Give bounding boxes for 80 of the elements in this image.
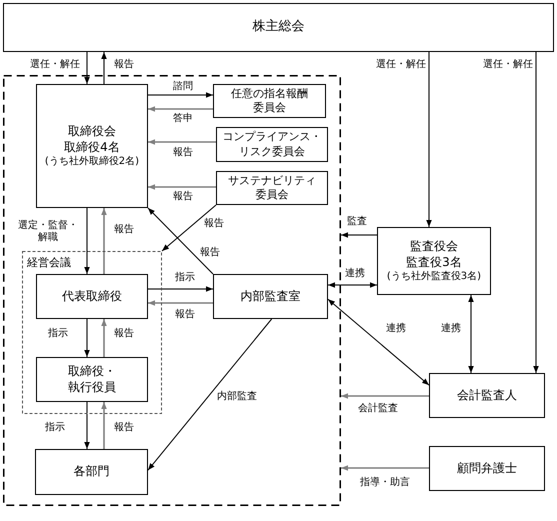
edge-label: 指示 <box>175 272 195 284</box>
arrow <box>148 92 214 98</box>
box-label: 代表取締役 <box>62 288 122 304</box>
edge-label: 連携 <box>386 323 406 335</box>
edge-label: 選任・解任 <box>30 59 80 71</box>
edge-label: 指示 <box>48 328 68 340</box>
org-box <box>36 274 148 319</box>
org-box <box>216 171 328 205</box>
box-label: 会計監査人 <box>457 388 517 404</box>
arrow <box>101 402 107 449</box>
arrow <box>533 52 539 374</box>
edge-label: 報告 <box>114 422 134 434</box>
box-label: 内部監査室 <box>240 288 300 304</box>
edge-label: 報告 <box>114 328 134 340</box>
edge-label: 指示 <box>45 422 65 434</box>
arrow <box>148 208 214 274</box>
arrow <box>340 232 378 238</box>
arrow <box>148 318 272 471</box>
box-label: (うち社外取締役2名) <box>44 155 140 168</box>
edge-label: 報告 <box>204 218 224 230</box>
arrow <box>101 319 107 357</box>
edge-label: 監査 <box>347 216 367 228</box>
edge-label: 報告 <box>200 247 220 259</box>
org-box <box>216 127 328 162</box>
arrow <box>148 106 213 112</box>
edge-label: 連携 <box>441 323 461 335</box>
org-box <box>429 373 545 418</box>
arrow <box>148 300 213 306</box>
org-box <box>36 357 148 402</box>
box-label: (うち社外監査役3名) <box>386 270 482 284</box>
double-arrow <box>328 282 378 288</box>
box-label: 各部門 <box>74 464 110 480</box>
edge-label: 指導・助言 <box>360 477 410 489</box>
group-label: 経営会議 <box>27 256 71 270</box>
arrow <box>84 402 90 450</box>
arrow <box>148 184 216 190</box>
org-box <box>35 449 148 495</box>
box-label: 顧問弁護士 <box>457 460 517 476</box>
box-label: 取締役・執行役員 <box>67 364 117 396</box>
edge-label: 会計監査 <box>358 403 398 415</box>
org-box <box>213 84 326 118</box>
arrow <box>84 318 90 358</box>
edge-label: 報告 <box>175 309 195 321</box>
edge-label: 答申 <box>173 113 193 125</box>
box-label: 株主総会 <box>252 19 304 36</box>
arrow <box>148 286 214 292</box>
box-label: 取締役会 <box>68 124 116 140</box>
box-label: 取締役4名 <box>64 140 120 156</box>
edge-label: 選任・解任 <box>483 59 533 71</box>
edge-label: 報告 <box>173 191 193 203</box>
edge-label: 報告 <box>114 224 134 236</box>
edge-label: 報告 <box>114 59 134 71</box>
boundary-frame <box>3 75 341 506</box>
arrow <box>426 52 432 228</box>
arrow <box>341 393 429 399</box>
group-frame <box>22 251 162 414</box>
edge-label: 内部監査 <box>217 391 257 403</box>
box-label: コンプライアンス・リスク委員会 <box>222 130 322 159</box>
org-box <box>36 84 148 208</box>
box-label: サステナビリティ委員会 <box>227 174 317 202</box>
double-arrow <box>328 298 430 386</box>
arrow <box>101 52 107 84</box>
arrow <box>341 465 429 471</box>
arrow <box>148 139 216 145</box>
arrow <box>101 208 107 274</box>
arrow <box>84 208 90 274</box>
org-box <box>213 274 328 319</box>
edge-label: 諮問 <box>173 81 193 93</box>
arrow <box>84 52 90 84</box>
arrow <box>162 204 216 252</box>
org-box <box>429 446 545 491</box>
box-label: 任意の指名報酬委員会 <box>230 86 309 116</box>
edge-label: 報告 <box>173 147 193 159</box>
box-label: 監査役会 <box>410 238 458 254</box>
double-arrow <box>468 294 474 374</box>
org-box <box>3 3 554 52</box>
edge-label: 連携 <box>345 268 365 280</box>
box-label: 監査役3名 <box>406 254 462 270</box>
org-box <box>377 227 491 295</box>
edge-label: 選任・解任 <box>376 59 426 71</box>
